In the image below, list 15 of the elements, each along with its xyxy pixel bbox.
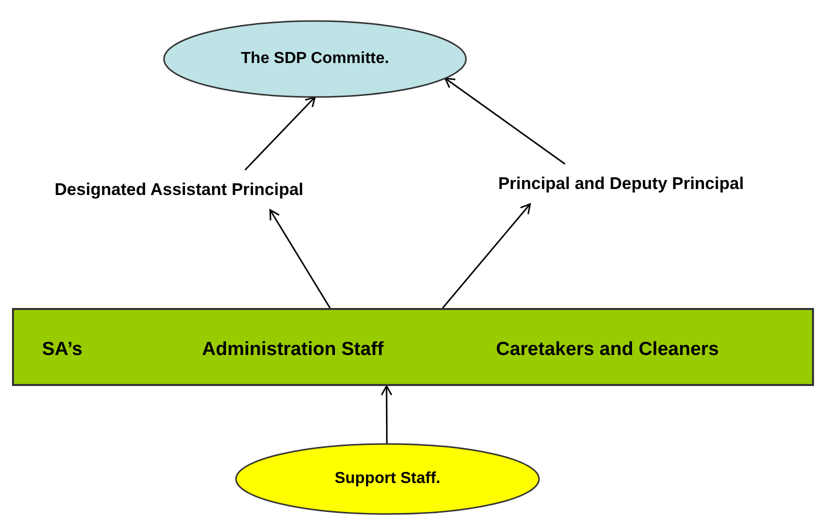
role-label: Designated Assistant Principal bbox=[18, 170, 340, 210]
bar-label: Administration Staff bbox=[202, 338, 384, 362]
ellipse-node bbox=[163, 20, 467, 98]
arrow bbox=[444, 78, 566, 165]
ellipse-node bbox=[235, 443, 540, 515]
node-label: Support Staff. bbox=[334, 469, 440, 489]
arrow bbox=[442, 203, 531, 308]
arrow bbox=[380, 385, 392, 444]
bar-label: Caretakers and Cleaners bbox=[496, 338, 719, 362]
role-label: Principal and Deputy Principal bbox=[461, 164, 781, 204]
arrow bbox=[269, 209, 331, 308]
staff-bar bbox=[12, 308, 814, 386]
bar-label: SA’s bbox=[42, 338, 82, 362]
arrow bbox=[244, 96, 316, 171]
node-label: The SDP Committe. bbox=[240, 49, 390, 69]
